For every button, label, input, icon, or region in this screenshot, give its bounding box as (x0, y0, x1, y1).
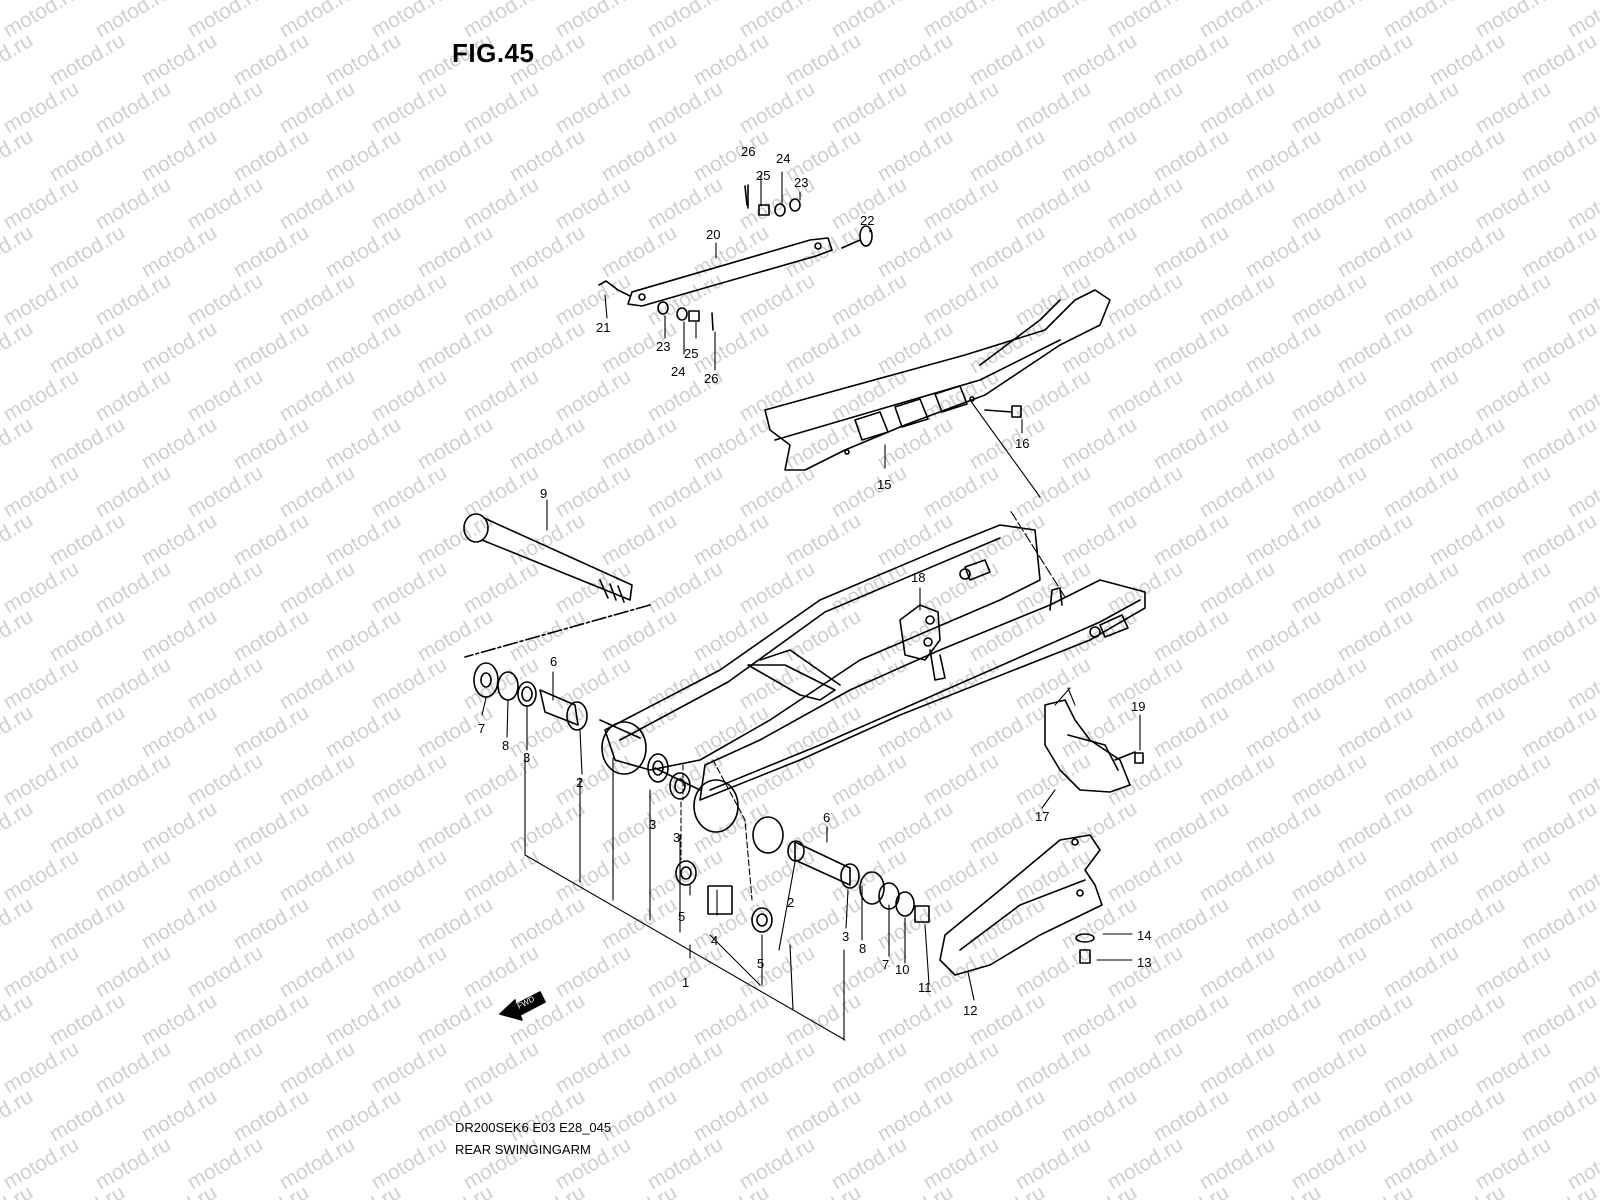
callout-25: 25 (756, 168, 770, 183)
nut-washer-set-top (744, 184, 801, 217)
callout-24: 24 (776, 151, 790, 166)
callout-18: 18 (911, 570, 925, 585)
callout-22: 22 (860, 213, 874, 228)
bolt-22 (841, 225, 873, 249)
callout-14: 14 (1137, 928, 1151, 943)
callout-15: 15 (877, 477, 891, 492)
callout-16: 16 (1015, 436, 1029, 451)
drawing-name: REAR SWINGINGARM (455, 1142, 591, 1157)
callout-4: 4 (711, 933, 718, 948)
callout-17: 17 (1035, 809, 1049, 824)
callout-3: 3 (842, 929, 849, 944)
callout-1: 1 (682, 975, 689, 990)
callout-7: 7 (478, 721, 485, 736)
callout-5: 5 (678, 909, 685, 924)
pivot-shaft (463, 513, 633, 603)
callout-3: 3 (649, 817, 656, 832)
callout-11: 11 (918, 980, 932, 995)
callout-7: 7 (882, 957, 889, 972)
callout-6: 6 (823, 810, 830, 825)
callout-21: 21 (596, 320, 610, 335)
callout-2: 2 (787, 895, 794, 910)
callout-8: 8 (859, 941, 866, 956)
nut-washer-set-bottom (657, 301, 714, 331)
callout-10: 10 (895, 962, 909, 977)
callout-26: 26 (704, 371, 718, 386)
torque-rod (627, 237, 833, 307)
right-seal-group (752, 816, 930, 923)
callout-25: 25 (684, 346, 698, 361)
callout-3: 3 (673, 830, 680, 845)
center-bearings (647, 753, 773, 933)
bolt-21 (598, 280, 631, 297)
chain-slider-12 (939, 834, 1103, 976)
callout-20: 20 (706, 227, 720, 242)
leader-lines (481, 171, 1141, 1041)
callout-3: 3 (523, 750, 530, 765)
pivot-axis-line (464, 604, 651, 658)
callout-5: 5 (757, 956, 764, 971)
fwd-arrow: FWD (499, 991, 546, 1021)
callout-19: 19 (1131, 699, 1145, 714)
chain-buffer-17 (1044, 699, 1144, 793)
left-seal-group (473, 662, 641, 739)
drawing-code: DR200SEK6 E03 E28_045 (455, 1120, 612, 1135)
callout-26: 26 (741, 144, 755, 159)
callout-23: 23 (656, 339, 670, 354)
callout-6: 6 (550, 654, 557, 669)
callout-8: 8 (502, 738, 509, 753)
bolt-16 (984, 405, 1022, 418)
callout-24: 24 (671, 364, 685, 379)
callout-13: 13 (1137, 955, 1151, 970)
callout-labels: 26 25 24 23 22 20 21 23 25 24 26 16 15 9… (478, 144, 1151, 1018)
callout-23: 23 (794, 175, 808, 190)
callout-12: 12 (963, 1003, 977, 1018)
callout-2: 2 (576, 775, 583, 790)
figure-title: FIG.45 (452, 38, 535, 68)
callout-9: 9 (540, 486, 547, 501)
bracket-18 (899, 604, 946, 681)
bolt-13-14 (1075, 933, 1095, 964)
chain-case-upper (764, 289, 1111, 471)
